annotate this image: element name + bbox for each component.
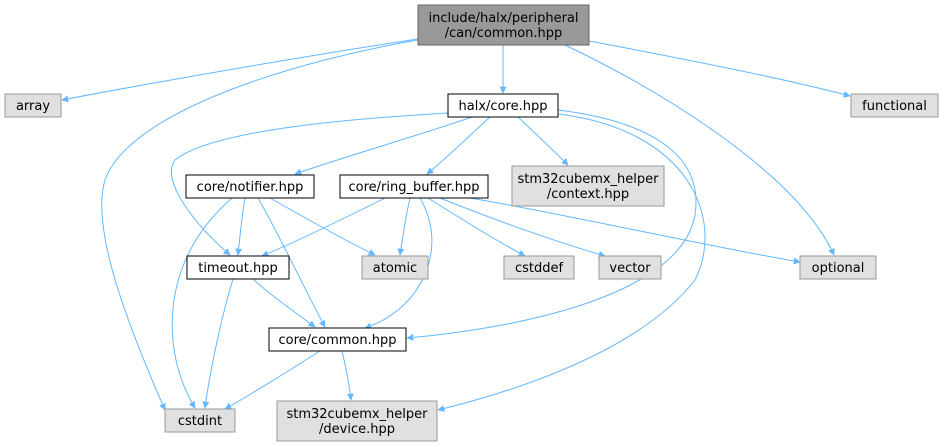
- node-cstddef[interactable]: cstddef: [503, 255, 575, 280]
- node-optional[interactable]: optional: [799, 255, 877, 280]
- node-notifier[interactable]: core/notifier.hpp: [185, 174, 315, 199]
- node-label: cstdint: [178, 414, 222, 429]
- edge-ring-buffer-to-timeout: [261, 197, 386, 257]
- edge-core-to-device: [437, 113, 706, 412]
- edge-core-to-context: [517, 116, 569, 166]
- node-core[interactable]: halx/core.hpp: [447, 93, 559, 118]
- node-device[interactable]: stm32cubemx_helper/device.hpp: [276, 400, 438, 442]
- node-common[interactable]: core/common.hpp: [268, 327, 407, 352]
- node-label: cstddef: [515, 261, 564, 276]
- node-box: [503, 255, 575, 280]
- node-atomic[interactable]: atomic: [361, 255, 429, 280]
- edge-core-to-ring-buffer: [426, 116, 491, 175]
- node-cstdint[interactable]: cstdint: [164, 408, 236, 433]
- node-box: [447, 93, 559, 118]
- node-ring-buffer[interactable]: core/ring_buffer.hpp: [339, 174, 489, 199]
- edge-ring-buffer-to-vector: [439, 197, 606, 258]
- edge-common-to-device: [341, 350, 354, 401]
- node-box: [799, 255, 877, 280]
- node-context[interactable]: stm32cubemx_helper/context.hpp: [511, 165, 665, 207]
- node-layer: include/halx/peripheral/can/common.hpp ar…: [4, 4, 939, 442]
- edge-common-to-cstdint: [224, 350, 321, 410]
- node-label: atomic: [373, 261, 417, 276]
- node-label: array: [16, 99, 50, 114]
- node-array[interactable]: array: [4, 93, 62, 118]
- edge-core-to-timeout: [170, 112, 449, 256]
- edge-root-to-array: [61, 38, 419, 103]
- edge-ring-buffer-to-atomic: [397, 197, 411, 256]
- node-label: optional: [812, 261, 865, 276]
- edge-notifier-to-cstdint: [171, 197, 233, 409]
- edge-core-to-notifier: [294, 116, 473, 176]
- edge-timeout-to-cstdint: [202, 278, 234, 409]
- node-label: functional: [862, 99, 927, 114]
- node-label: /context.hpp: [547, 187, 629, 202]
- edge-timeout-to-common: [252, 278, 316, 328]
- node-box: [268, 327, 407, 352]
- node-box: [186, 255, 290, 280]
- node-box: [164, 408, 236, 433]
- node-label: halx/core.hpp: [459, 99, 548, 114]
- node-label: core/ring_buffer.hpp: [349, 180, 480, 195]
- edge-layer: [61, 38, 851, 412]
- node-box: [4, 93, 62, 118]
- node-root[interactable]: include/halx/peripheral/can/common.hpp: [417, 4, 590, 46]
- edge-notifier-to-common: [257, 197, 326, 328]
- node-box: [361, 255, 429, 280]
- node-label: core/common.hpp: [278, 333, 396, 348]
- edge-ring-buffer-to-cstddef: [427, 197, 526, 257]
- edge-root-to-functional: [588, 40, 851, 98]
- node-label: include/halx/peripheral: [429, 11, 579, 26]
- node-functional[interactable]: functional: [850, 93, 939, 118]
- node-label: timeout.hpp: [198, 261, 278, 276]
- edge-ring-buffer-to-optional: [469, 197, 801, 265]
- node-label: /device.hpp: [319, 422, 395, 437]
- edge-root-to-cstdint: [101, 39, 419, 411]
- edge-notifier-to-timeout: [235, 197, 246, 256]
- node-box: [511, 165, 665, 207]
- edge-core-to-common: [406, 109, 697, 341]
- node-label: core/notifier.hpp: [197, 180, 304, 195]
- node-label: /can/common.hpp: [445, 26, 563, 41]
- node-box: [417, 4, 590, 46]
- node-vector[interactable]: vector: [598, 255, 662, 280]
- node-box: [850, 93, 939, 118]
- edge-root-to-optional: [564, 44, 835, 256]
- node-label: vector: [609, 261, 651, 276]
- node-label: stm32cubemx_helper: [286, 407, 428, 422]
- node-timeout[interactable]: timeout.hpp: [186, 255, 290, 280]
- edge-notifier-to-atomic: [269, 197, 376, 256]
- node-box: [339, 174, 489, 199]
- node-label: stm32cubemx_helper: [517, 172, 659, 187]
- node-box: [185, 174, 315, 199]
- node-box: [276, 400, 438, 442]
- node-box: [598, 255, 662, 280]
